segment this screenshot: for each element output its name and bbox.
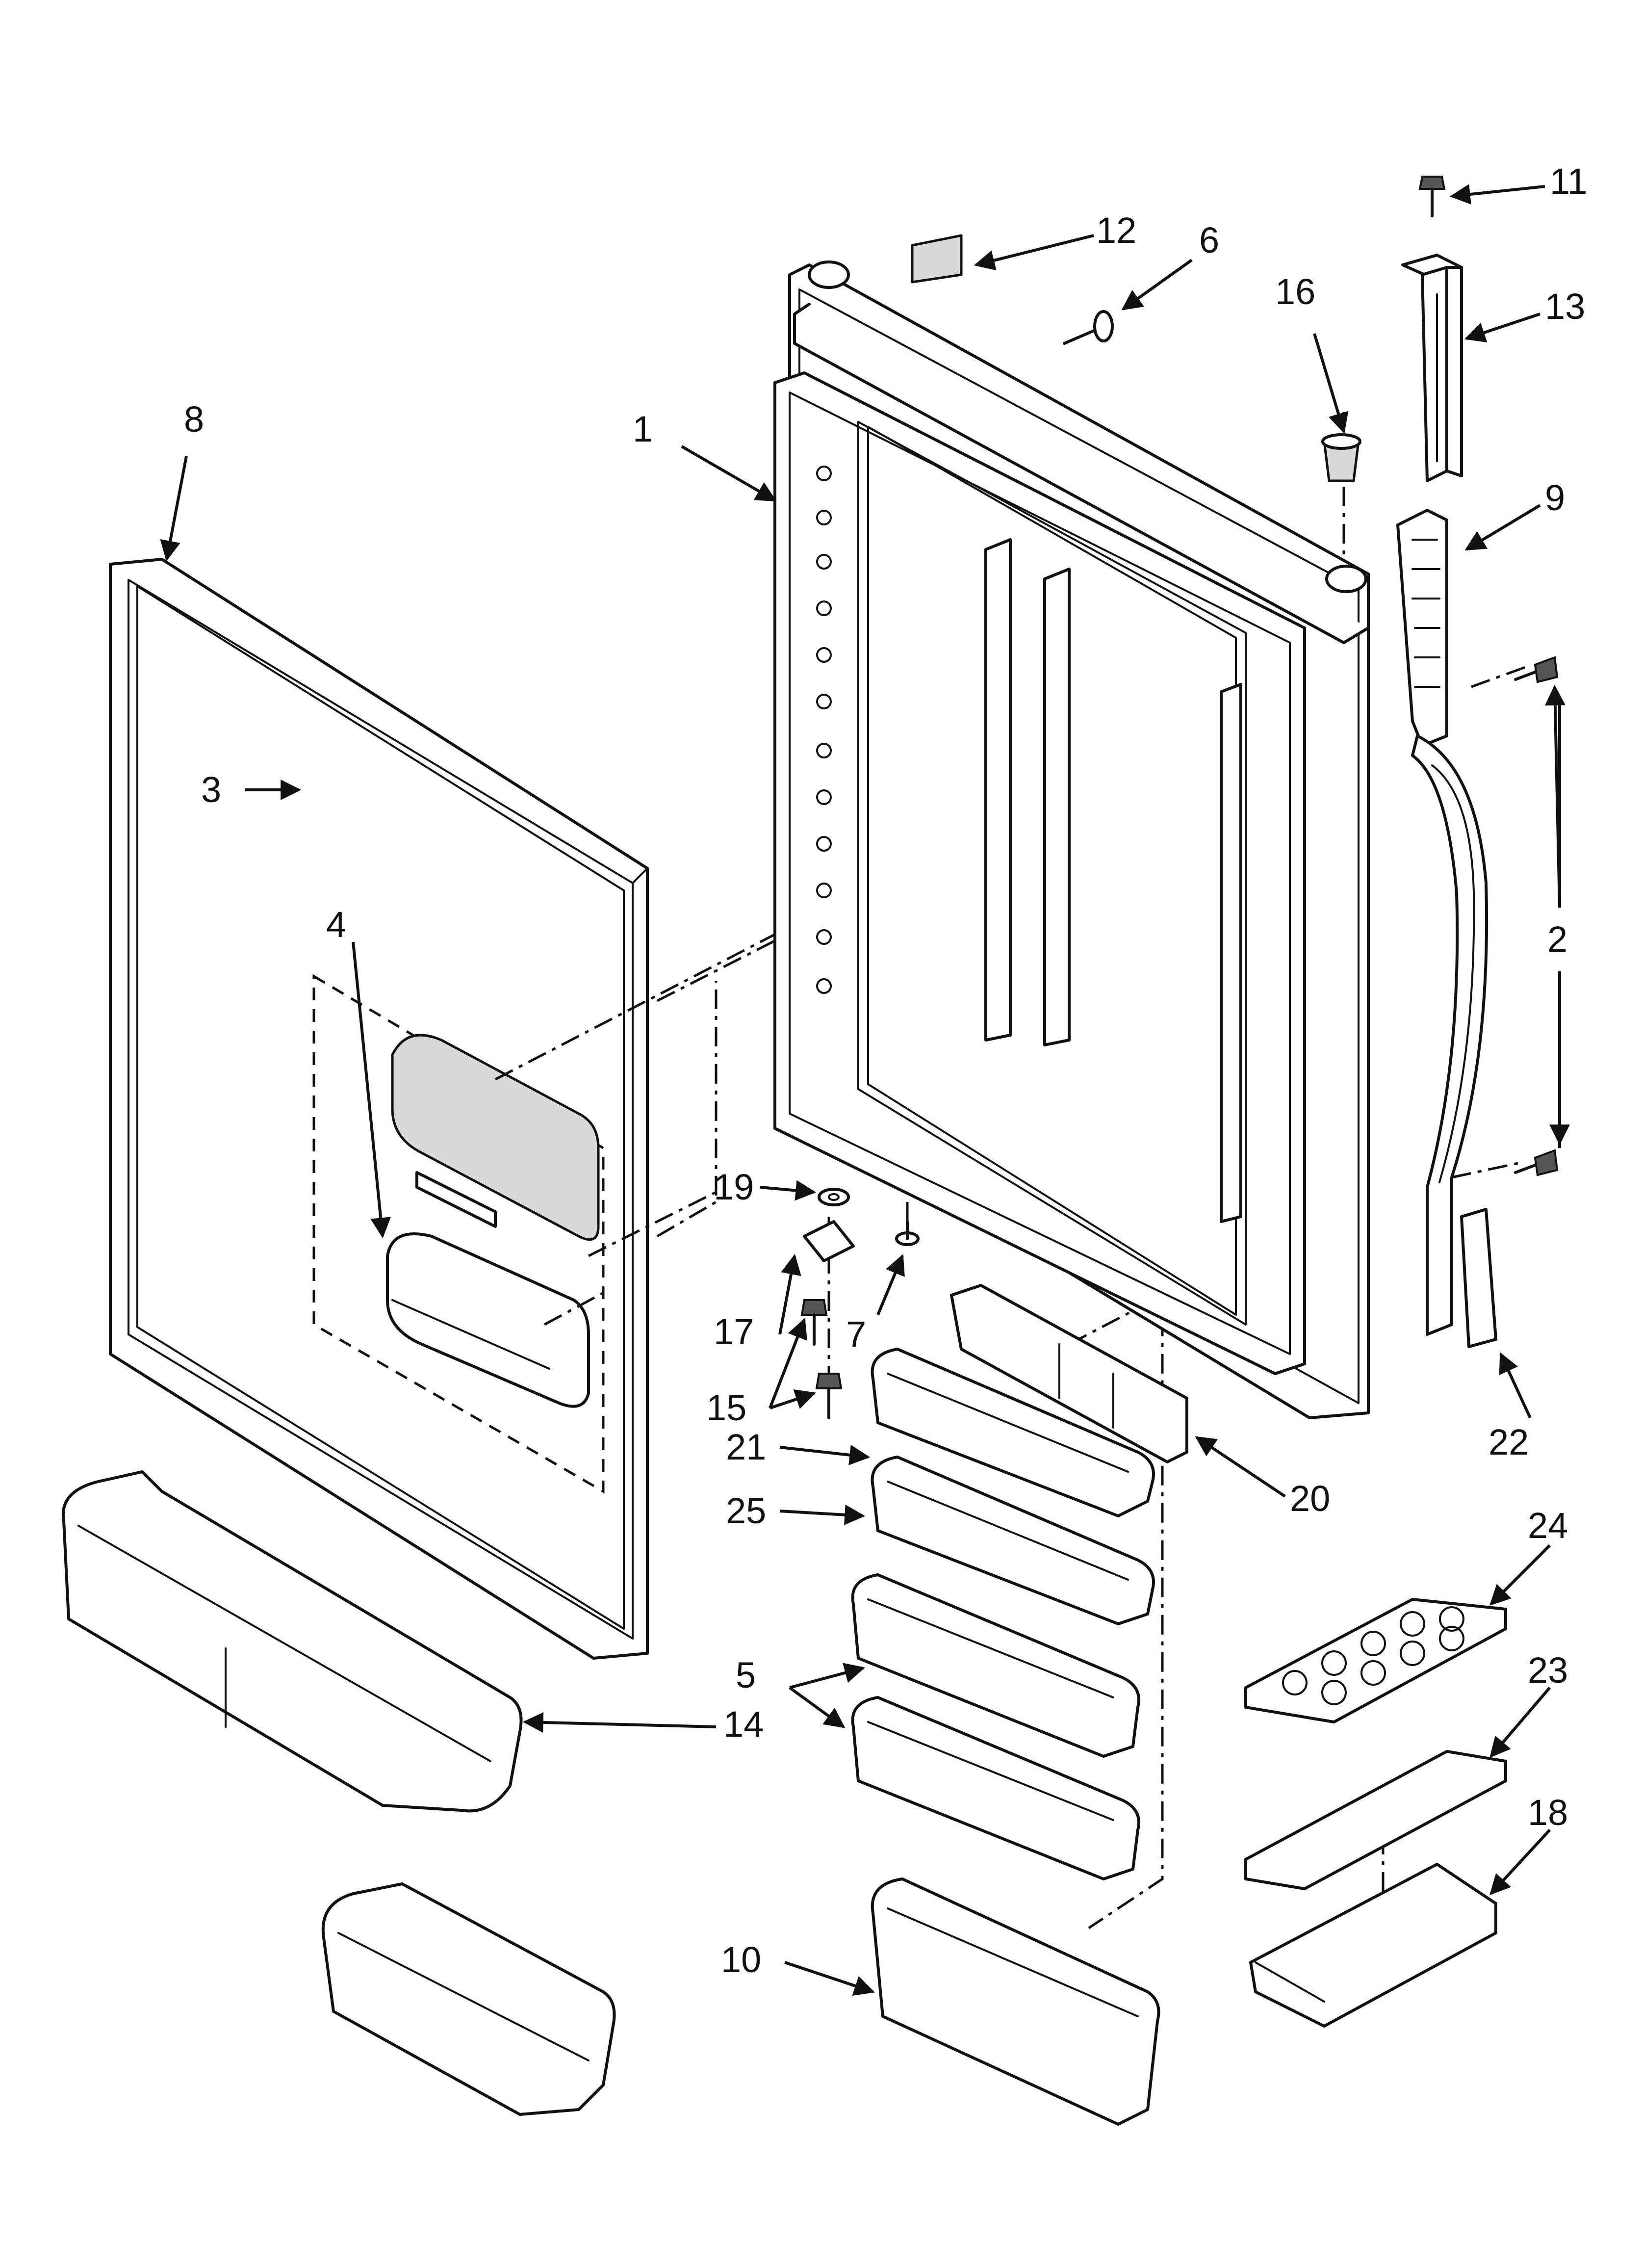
- door-bin-5-lower: [851, 1696, 1140, 1880]
- callout-22: 22: [1488, 1422, 1529, 1462]
- washer: [818, 1188, 850, 1206]
- full-width-bin: [61, 1470, 523, 1813]
- callout-14: 14: [723, 1704, 764, 1745]
- callout-3: 3: [201, 769, 221, 810]
- leader-arrows: [160, 184, 1570, 1996]
- butter-lid: [1244, 1750, 1507, 1890]
- callout-19: 19: [714, 1167, 754, 1207]
- callout-labels: 1 2 3 4 5 6 7 8 9 10 11 12 13 14 15 16 1…: [184, 161, 1588, 1980]
- bottom-hinge-screws: [800, 1299, 843, 1419]
- door-bin-5-upper: [851, 1573, 1140, 1758]
- handle-screw-bottom: [1514, 1149, 1559, 1176]
- bin-support: [950, 1284, 1188, 1463]
- callout-13: 13: [1545, 286, 1585, 327]
- handle: [1411, 734, 1488, 1336]
- dispenser-assembly: [312, 974, 605, 1494]
- callout-17: 17: [714, 1311, 754, 1352]
- callout-7: 7: [846, 1314, 866, 1355]
- deep-door-bin: [871, 1877, 1160, 2126]
- callout-6: 6: [1199, 220, 1219, 261]
- callout-25: 25: [726, 1490, 766, 1531]
- callout-5: 5: [736, 1655, 756, 1695]
- door-bin-25: [871, 1456, 1155, 1625]
- callout-1: 1: [633, 409, 653, 449]
- label-part: [911, 234, 963, 284]
- egg-tray: [1244, 1598, 1507, 1723]
- callout-18: 18: [1528, 1792, 1568, 1833]
- callout-24: 24: [1528, 1505, 1568, 1546]
- callout-21: 21: [726, 1427, 766, 1467]
- callout-9: 9: [1545, 477, 1565, 518]
- hinge-bushing: [1321, 433, 1361, 482]
- door-stop-pin: [1063, 310, 1114, 345]
- callout-15: 15: [706, 1387, 746, 1428]
- callout-2: 2: [1547, 919, 1567, 960]
- callout-23: 23: [1528, 1650, 1568, 1691]
- door-liner: [773, 261, 1370, 1419]
- hinge-pin: [895, 1220, 920, 1246]
- shelf-support-dimples: [816, 466, 832, 994]
- hinge-bracket: [803, 1220, 855, 1262]
- callout-12: 12: [1096, 210, 1136, 251]
- callout-11: 11: [1550, 161, 1588, 202]
- callout-10: 10: [721, 1939, 761, 1980]
- callout-4: 4: [326, 904, 346, 945]
- handle-trim: [1460, 1208, 1497, 1348]
- top-hinge: [1401, 254, 1463, 482]
- callout-16: 16: [1275, 271, 1315, 312]
- door-bin-21: [871, 1348, 1155, 1517]
- hinge-screw: [1418, 176, 1446, 217]
- handle-top-cap: [1396, 509, 1448, 747]
- handle-screw-top: [1514, 656, 1559, 683]
- small-door-bin: [321, 1882, 616, 2116]
- callout-20: 20: [1290, 1478, 1330, 1519]
- callout-8: 8: [184, 399, 204, 440]
- dairy-tray: [1249, 1863, 1497, 2028]
